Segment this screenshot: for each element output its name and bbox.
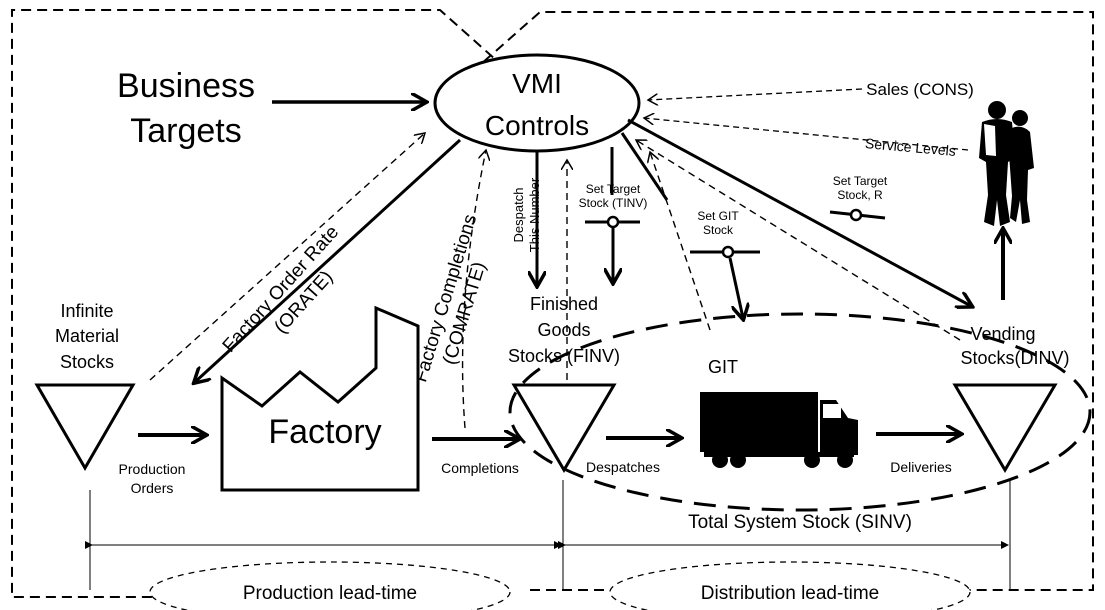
set-target-tinv-label-1: Set Target <box>586 182 641 196</box>
vending-label-2: Stocks(DINV) <box>960 348 1069 368</box>
vending-stock-triangle <box>952 383 1058 473</box>
despatch-label-1: Despatch <box>511 188 526 243</box>
infinite-label-3: Stocks <box>60 352 114 372</box>
production-orders-label-1: Production <box>119 461 186 477</box>
vmi-controls-node: VMI Controls <box>433 53 641 153</box>
vending-label-1: Vending <box>970 324 1035 344</box>
production-orders-label-2: Orders <box>131 480 174 496</box>
customers-icon <box>979 101 1034 226</box>
deliveries-label: Deliveries <box>890 459 951 475</box>
service-levels-label: Service Levels <box>864 135 956 159</box>
set-target-r-control: Set Target Stock, R <box>829 174 888 222</box>
distribution-lead-time-label: Distribution lead-time <box>701 583 879 604</box>
set-target-r-label-1: Set Target <box>833 174 888 188</box>
feedback-dashed-lines <box>149 133 961 429</box>
production-lead-time-ellipse <box>149 561 511 610</box>
vmi-to-git-line <box>620 132 669 201</box>
service-levels-dashed-arrow <box>644 118 969 151</box>
set-target-tinv-control: Set Target Stock (TINV) <box>579 182 648 282</box>
total-system-stock-label: Total System Stock (SINV) <box>688 512 912 533</box>
distribution-lead-time-ellipse <box>609 561 971 610</box>
vmi-to-vending-arrow <box>627 118 971 306</box>
finished-label-1: Finished <box>530 294 598 314</box>
vmi-label-1: VMI <box>512 68 562 99</box>
truck-icon <box>700 392 858 468</box>
lead-time-dimensions <box>85 480 1011 590</box>
despatches-label: Despatches <box>586 459 660 475</box>
set-git-label-1: Set GIT <box>697 209 739 223</box>
outer-dashed-border <box>11 9 1094 598</box>
despatch-label-2: This Number <box>527 177 542 252</box>
infinite-material-stock-triangle <box>34 383 136 471</box>
set-git-stock-control: Set GIT Stock <box>690 209 760 318</box>
infinite-label-1: Infinite <box>60 301 113 321</box>
git-label: GIT <box>708 357 738 377</box>
finished-label-2: Goods <box>537 320 590 340</box>
total-system-stock-boundary <box>508 312 1092 512</box>
completions-label: Completions <box>441 460 519 476</box>
production-lead-time-label: Production lead-time <box>243 583 417 604</box>
factory-label: Factory <box>268 413 381 451</box>
set-git-label-2: Stock <box>703 223 734 237</box>
vmi-label-2: Controls <box>485 110 589 141</box>
sales-label: Sales (CONS) <box>866 80 974 99</box>
finished-goods-triangle <box>511 383 617 473</box>
business-targets-line1: Business <box>117 67 255 105</box>
business-targets-line2: Targets <box>130 112 242 150</box>
sales-dashed-arrow <box>648 88 863 100</box>
factory-order-rate-arrow <box>195 138 462 382</box>
factory-building <box>220 305 420 492</box>
set-target-tinv-label-2: Stock (TINV) <box>579 196 648 210</box>
set-target-r-label-2: Stock, R <box>837 188 883 202</box>
infinite-label-2: Material <box>55 326 119 346</box>
